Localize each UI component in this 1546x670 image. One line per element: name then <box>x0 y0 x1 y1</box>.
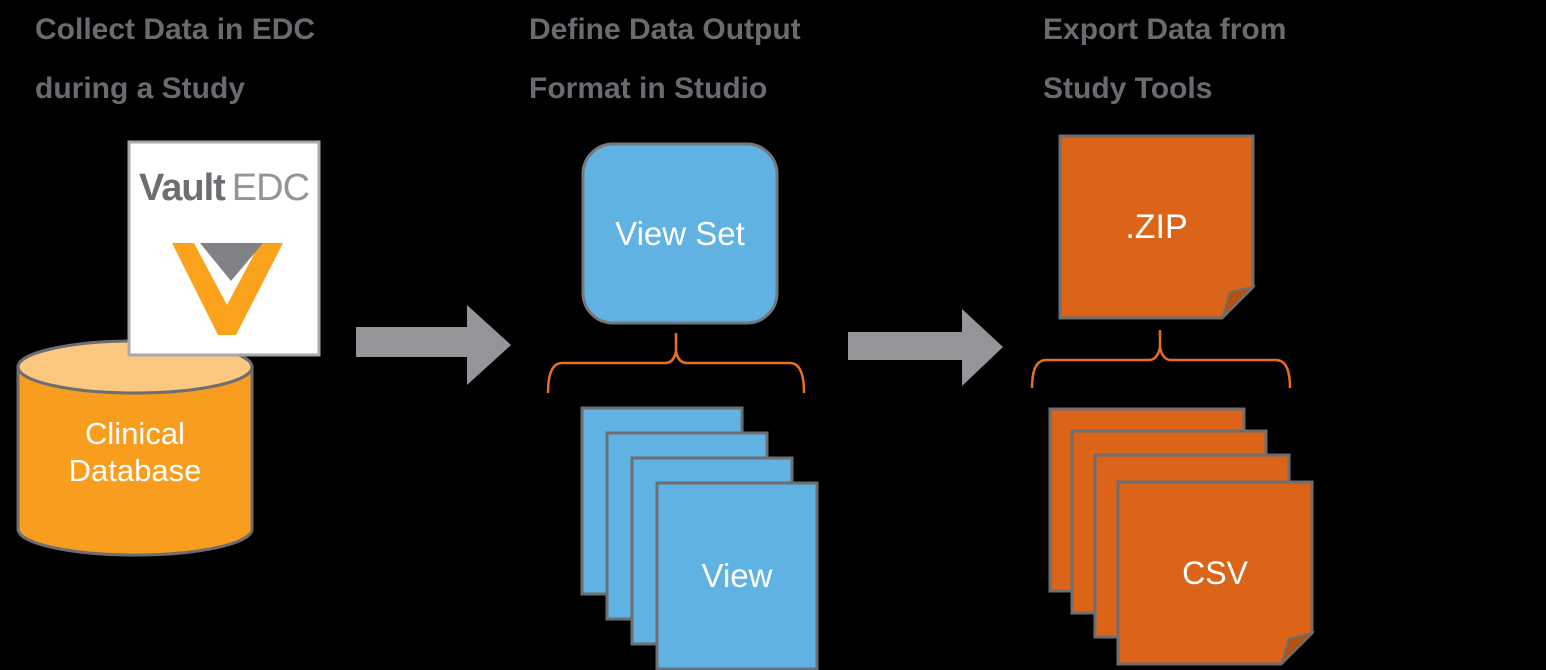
clinical-database-label-line2: Database <box>68 453 202 488</box>
zip-label: .ZIP <box>1125 207 1188 246</box>
cylinder-body <box>16 365 254 557</box>
flow-arrow-1-icon <box>356 305 511 385</box>
clinical-database-label: Clinical Database <box>18 410 252 494</box>
step2-heading-line1: Define Data Output <box>529 13 801 46</box>
flow-arrow-2-icon <box>848 309 1003 386</box>
step3-heading-line1: Export Data from <box>1043 13 1287 46</box>
csv-folded-corner <box>1280 631 1316 665</box>
view-label: View <box>701 557 773 594</box>
step3-heading: Export Data from Study Tools <box>1043 0 1286 118</box>
step1-heading-line1: Collect Data in EDC <box>35 13 316 46</box>
zip-file-shape <box>1058 134 1257 320</box>
step2-heading-line2: Format in Studio <box>529 72 768 105</box>
view-set-box <box>581 142 779 325</box>
view-set-label: View Set <box>615 214 745 252</box>
step1-heading: Collect Data in EDC during a Study <box>35 0 315 118</box>
step2-heading: Define Data Output Format in Studio <box>529 0 801 118</box>
v-logo-orange-chevron <box>172 243 283 335</box>
csv-brace <box>1030 330 1292 389</box>
step3-heading-line2: Study Tools <box>1043 72 1213 105</box>
clinical-database-label-line1: Clinical <box>85 416 185 451</box>
step1-heading-line2: during a Study <box>35 72 245 105</box>
v-logo-gray-triangle <box>200 243 263 281</box>
csv-page-stack <box>1048 407 1316 666</box>
csv-label: CSV <box>1182 554 1248 591</box>
vault-edc-wordmark: Vault EDC <box>129 142 319 234</box>
veeva-v-logo-icon <box>172 243 283 335</box>
view-brace <box>546 333 806 394</box>
view-page-stack <box>580 406 819 670</box>
vault-brand-text: Vault <box>138 166 226 209</box>
view-page-front <box>655 481 819 670</box>
vault-product-text: EDC <box>231 166 310 209</box>
zip-folded-corner <box>1221 285 1257 319</box>
